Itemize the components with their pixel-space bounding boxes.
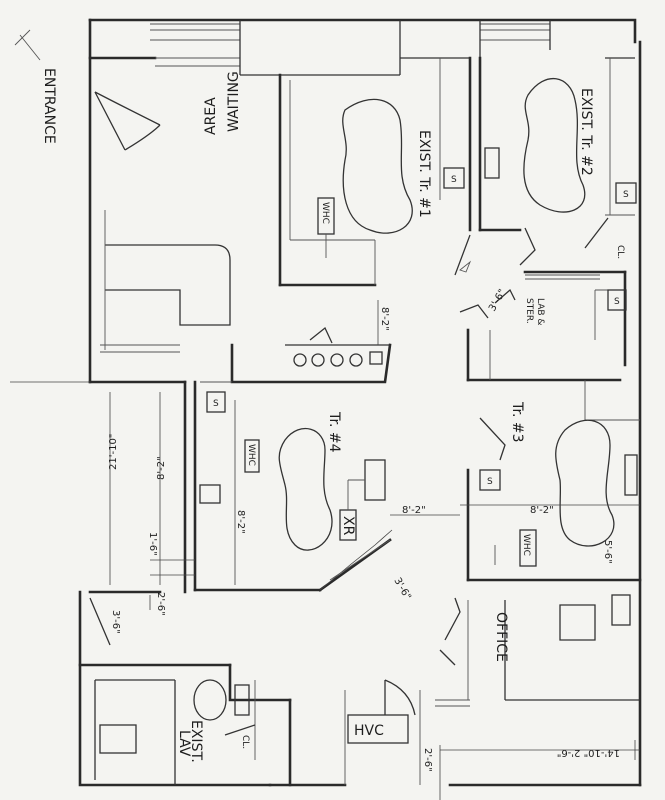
entrance-label: ENTRANCE (41, 68, 57, 144)
exterior-walls (78, 18, 642, 787)
whc-label-2: WHC (246, 444, 256, 466)
exam-room-3 (459, 304, 642, 582)
dim-3-6-c: 3'-6" (487, 287, 508, 313)
exam-1-label: EXIST. Tr. #1 (416, 130, 432, 218)
top-windows (150, 20, 551, 76)
sink-label-2: S (623, 190, 629, 200)
dim-corridor-length: 21'-10" (108, 434, 119, 470)
dim-8-2-d: 8'-2" (530, 505, 554, 516)
dim-8-2-a: 8'-2" (379, 307, 390, 331)
dim-2-6: 2'-6" (155, 592, 166, 616)
dim-3-6-b: 3'-6" (391, 576, 412, 602)
dim-8-2-b: 8'-2" (235, 510, 246, 534)
exam-3-label: Tr. #3 (509, 401, 525, 443)
fixture-labels: S S S S S WHC WHC WHC (213, 175, 629, 556)
exam-4-label: Tr. #4 (326, 411, 342, 453)
lab-label-2: STER. (524, 298, 534, 324)
exam-room-1 (278, 56, 472, 287)
lavatory (78, 597, 292, 785)
sink-row (230, 326, 392, 384)
entrance-door (14, 29, 161, 151)
dimension-lines (10, 300, 640, 800)
dim-bottom-run: 14'-10" 2'-6" (557, 747, 620, 758)
sink-label-1: S (451, 175, 457, 185)
area-label: AREA (203, 97, 219, 135)
exam-2-label: EXIST. Tr. #2 (578, 88, 594, 176)
whc-label-1: WHC (320, 202, 330, 224)
exam-room-2 (478, 56, 637, 249)
exam-room-4 (193, 380, 393, 592)
reception (100, 210, 231, 353)
waiting-label: WAITING (226, 71, 242, 132)
hvac (344, 679, 470, 785)
sink-label-3: S (614, 297, 620, 307)
sink-label-5: S (487, 477, 493, 487)
lab-label-1: LAB & (535, 298, 545, 325)
lav-label-2: LAV (176, 730, 192, 757)
office (439, 594, 640, 701)
lav-label-1: EXIST. (188, 720, 204, 763)
xray-label: XR (340, 516, 356, 536)
dim-corridor-width: 8'-2" (156, 456, 167, 480)
whc-label-3: WHC (521, 534, 531, 556)
dim-bottom-small: 2'-6" (422, 748, 433, 772)
hvac-label: HVC (354, 723, 384, 739)
dim-5-6: 5'-6" (602, 540, 613, 564)
sink-label-4: S (213, 399, 219, 409)
office-label: OFFICE (493, 612, 509, 662)
lab-sterilization (494, 227, 627, 367)
dim-3-6-a: 3'-6" (110, 610, 121, 634)
dim-8-2-c: 8'-2" (402, 505, 426, 516)
room-labels: ENTRANCE WAITING AREA EXIST. Tr. #1 EXIS… (41, 68, 625, 763)
dim-1-6: 1'-6" (147, 532, 158, 556)
closet-lab-label: CL. (615, 245, 625, 259)
closet-lav-label: CL. (240, 735, 250, 749)
